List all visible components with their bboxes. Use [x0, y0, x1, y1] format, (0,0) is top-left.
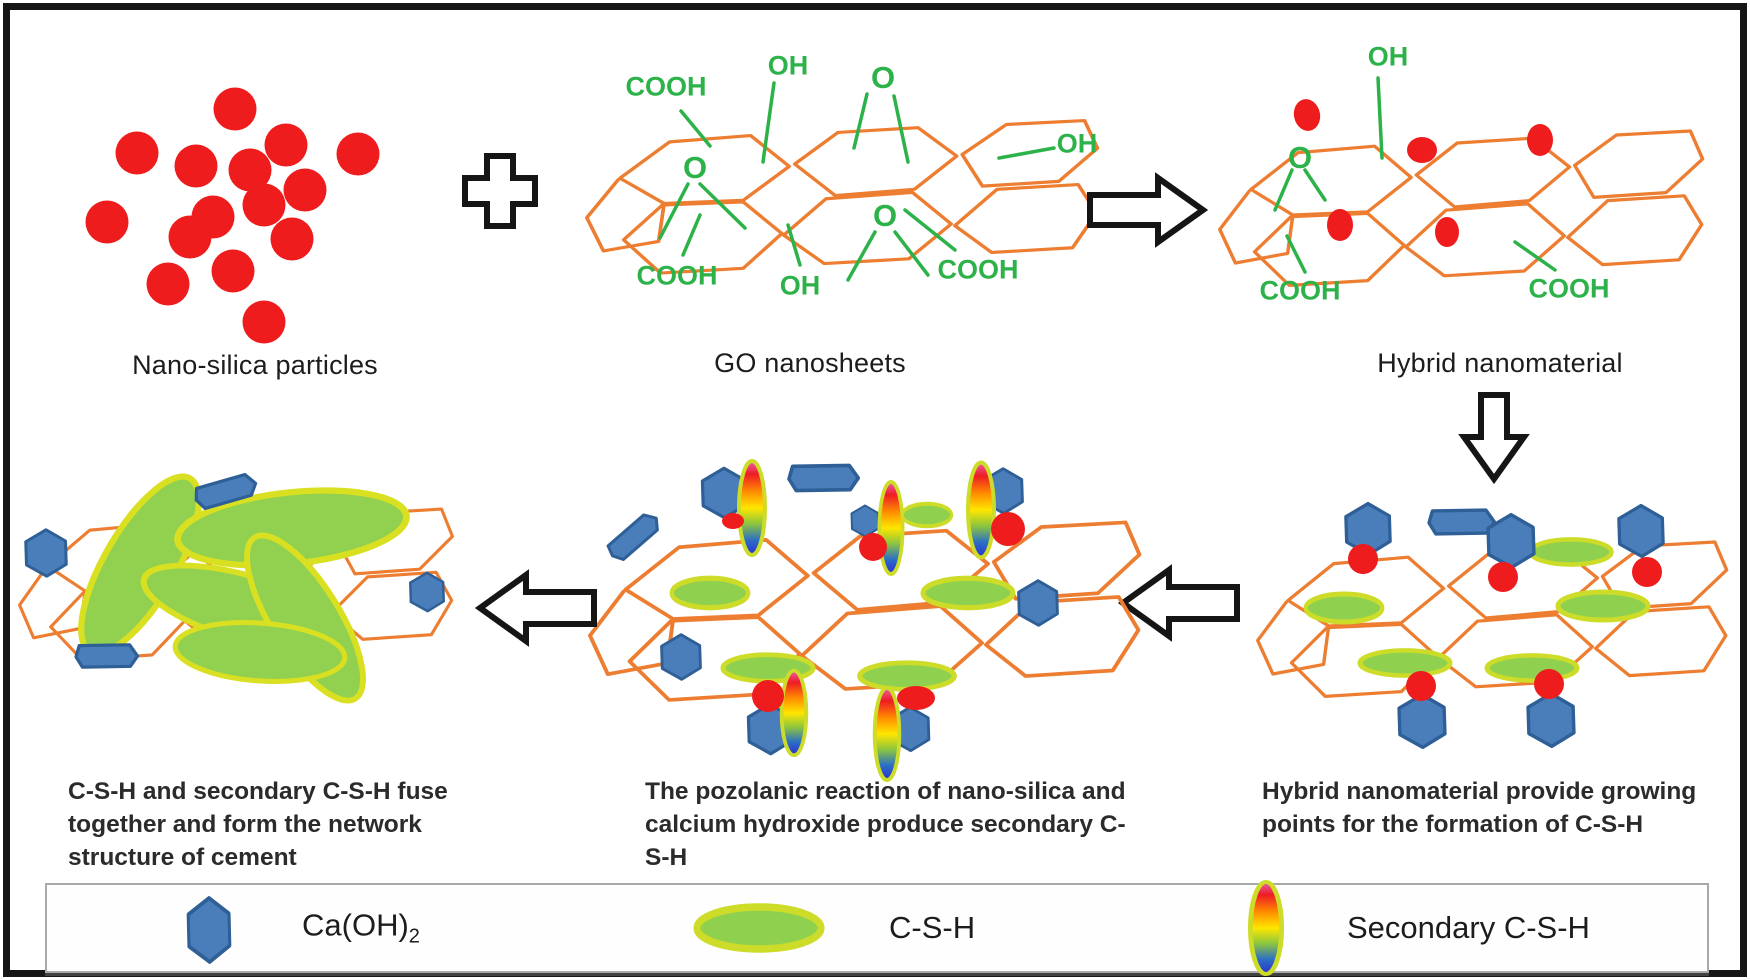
network-graphic: [17, 460, 455, 730]
panel-hybrid-nanomaterial: OH O COOH COOH: [1210, 40, 1750, 350]
growing-silica-dots: [1348, 544, 1662, 701]
nano-silica-cluster: [85, 87, 380, 344]
hybrid-graphic: [1217, 76, 1705, 288]
go-oh-top: OH: [767, 50, 809, 81]
go-o-mid-left: O: [682, 150, 708, 185]
go-cooh-bottom-left: COOH: [636, 260, 718, 291]
panel-network: [10, 460, 475, 730]
panel-growing-points: [1250, 470, 1750, 770]
panel-go-nanosheet: COOH OH O OH O O COOH OH COOH: [560, 40, 1120, 350]
hybrid-bond-lines: [1273, 76, 1557, 274]
go-nanosheet-graphic: [585, 81, 1100, 282]
hybrid-o: O: [1287, 140, 1313, 175]
arrow-down-icon: [1458, 392, 1530, 485]
hybrid-silica-dots: [1293, 99, 1553, 247]
arrow-left-icon-1: [1117, 564, 1240, 642]
go-cooh-bottom-right: COOH: [937, 254, 1019, 285]
pozolanic-silica-dots: [722, 512, 1025, 712]
arrow-right-icon: [1087, 172, 1209, 248]
hybrid-cooh-right: COOH: [1528, 273, 1610, 304]
nano-silica-label: Nano-silica particles: [132, 350, 378, 380]
legend-csh-label: C-S-H: [889, 910, 976, 945]
go-oh-bottom: OH: [779, 270, 821, 301]
legend-caoh2-label: Ca(OH)2: [302, 907, 420, 948]
secondary-csh-icon: [1245, 881, 1295, 980]
caption-network: C-S-H and secondary C-S-H fuse together …: [68, 778, 448, 871]
hybrid-oh-top: OH: [1367, 41, 1409, 72]
hybrid-label: Hybrid nanomaterial: [1377, 348, 1623, 378]
arrow-left-icon-2: [474, 569, 597, 647]
go-cooh-top-left: COOH: [625, 71, 707, 102]
go-o-mid-right: O: [872, 198, 898, 233]
growing-graphic: [1255, 501, 1729, 750]
go-label: GO nanosheets: [714, 348, 906, 378]
nano-silica-particles: [85, 87, 380, 344]
go-o-top: O: [870, 60, 896, 95]
plus-icon: [462, 153, 538, 229]
legend-secondary-csh-label: Secondary C-S-H: [1347, 910, 1590, 945]
panel-pozolanic: [580, 455, 1155, 790]
caption-growing: Hybrid nanomaterial provide growing poin…: [1262, 778, 1697, 838]
go-mesh: [585, 118, 1100, 275]
hybrid-cooh-left: COOH: [1259, 275, 1341, 306]
panel-nano-silica: [70, 60, 400, 350]
caoh2-hexagon-icon: [175, 893, 245, 963]
go-bond-lines: [658, 81, 1056, 282]
go-oh-right: OH: [1056, 128, 1098, 159]
legend: Ca(OH)2 C-S-H Secondary C-S-H: [45, 883, 1709, 973]
pozolanic-graphic: [587, 455, 1142, 782]
caption-pozolanic: The pozolanic reaction of nano-silica an…: [645, 778, 1126, 871]
csh-ellipse-icon: [687, 897, 837, 959]
